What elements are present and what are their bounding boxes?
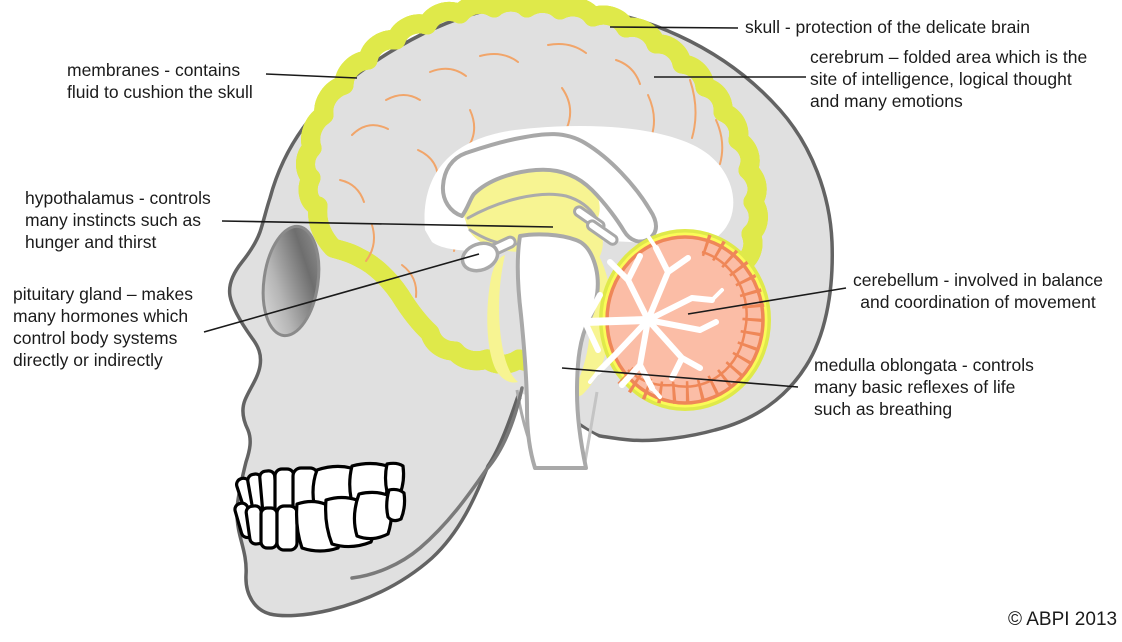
- medulla-line: [561, 367, 799, 388]
- skull-label: skull - protection of the delicate brain: [745, 17, 1031, 37]
- copyright-credit: © ABPI 2013: [1008, 609, 1118, 630]
- brainstem-medulla: [515, 232, 600, 470]
- corpus-callosum: [440, 132, 658, 244]
- pituitary-label: pituitary gland – makes many hormones wh…: [13, 284, 193, 370]
- cerebellum-ridge-inner-line: [627, 250, 748, 388]
- cerebellum: [581, 229, 771, 411]
- hypothalamus-label: hypothalamus - controls many instincts s…: [25, 188, 211, 252]
- cerebellum-label: cerebellum - involved in balance and coo…: [853, 270, 1103, 312]
- membranes-label: membranes - contains fluid to cushion th…: [67, 60, 253, 102]
- pituitary-gland: [460, 235, 517, 273]
- pituitary-line: [203, 253, 480, 333]
- tentorium-band: [568, 250, 612, 401]
- eye-socket: [261, 224, 321, 338]
- cerebrum-label: cerebrum – folded area which is the site…: [810, 47, 1088, 111]
- membranes-line: [265, 73, 358, 79]
- hypothalamus-line: [221, 220, 554, 228]
- cerebellum-ridges: [617, 234, 765, 404]
- skull-line: [609, 26, 739, 29]
- cerebellum-line: [687, 287, 847, 315]
- teeth: [233, 461, 407, 553]
- medulla-label: medulla oblongata - controls many basic …: [814, 355, 1034, 419]
- arbor-vitae: [581, 234, 724, 399]
- jaw-bone-line: [350, 386, 524, 580]
- label-lines: [203, 26, 847, 388]
- midbrain-colliculi: [573, 205, 619, 246]
